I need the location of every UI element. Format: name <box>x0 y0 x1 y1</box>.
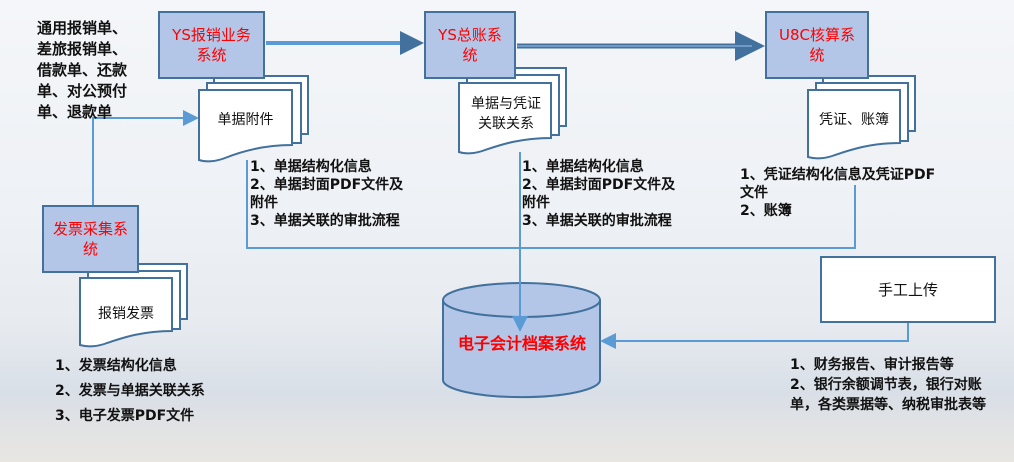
list-item: 2、发票与单据关联关系 <box>55 383 205 399</box>
list-item: 1、财务报告、审计报告等 <box>790 357 954 373</box>
arrow-manual-to-archive <box>600 322 909 349</box>
doc-type: 通用报销单、 <box>37 19 128 37</box>
list-item: 3、电子发票PDF文件 <box>55 408 195 424</box>
reimburse-output-list: 1、单据结构化信息 2、单据封面PDF文件及附件 3、单据关联的审批流程 <box>250 158 415 230</box>
document-stack-icon <box>807 75 916 160</box>
attachments-doc-label: 单据附件 <box>217 112 274 128</box>
manual-upload-list: 1、财务报告、审计报告等 2、银行余额调节表，银行对账单，各类票据等、纳税审批表… <box>790 355 990 415</box>
invoice-output-list: 1、发票结构化信息 2、发票与单据关联关系 3、电子发票PDF文件 <box>55 354 205 429</box>
list-item: 1、单据结构化信息 <box>250 159 372 175</box>
list-item: 3、单据关联的审批流程 <box>522 213 672 229</box>
relation-doc-label: 单据与凭证关联关系 <box>471 96 541 132</box>
list-item: 1、凭证结构化信息及凭证PDF文件 <box>740 167 936 201</box>
document-stack-icon <box>198 75 309 163</box>
list-item: 2、账簿 <box>740 203 792 219</box>
document-stack-icon <box>79 263 188 348</box>
list-item: 3、单据关联的审批流程 <box>250 213 400 229</box>
arrow-invoice-to-attachments <box>92 110 199 205</box>
list-item: 2、单据封面PDF文件及附件 <box>250 177 404 211</box>
ledger-output-list: 1、单据结构化信息 2、单据封面PDF文件及附件 3、单据关联的审批流程 <box>522 158 687 230</box>
archive-system-label: 电子会计档案系统 <box>457 334 586 353</box>
document-types-list: 通用报销单、 差旅报销单、 借款单、还款 单、对公预付 单、退款单 <box>37 18 127 123</box>
manual-upload-box: 手工上传 <box>820 256 996 323</box>
ys-reimburse-system-box: YS报销业务系统 <box>158 11 265 79</box>
ys-ledger-system-box: YS总账系统 <box>424 11 516 79</box>
u8c-system-box: U8C核算系统 <box>765 11 869 79</box>
doc-type: 差旅报销单、 <box>37 40 128 58</box>
invoices-doc-label: 报销发票 <box>98 306 154 322</box>
list-item: 1、发票结构化信息 <box>55 358 177 374</box>
archive-database-icon <box>442 282 601 399</box>
document-stack-icon <box>458 67 567 155</box>
doc-type: 借款单、还款 <box>37 61 128 79</box>
u8c-output-list: 1、凭证结构化信息及凭证PDF文件 2、账簿 <box>740 166 940 220</box>
vouchers-doc-label: 凭证、账簿 <box>819 112 889 128</box>
list-item: 1、单据结构化信息 <box>522 159 644 175</box>
collector-line <box>246 160 856 249</box>
list-item: 2、单据封面PDF文件及附件 <box>522 177 676 211</box>
invoice-system-box: 发票采集系统 <box>42 205 139 273</box>
list-item: 2、银行余额调节表，银行对账单，各类票据等、纳税审批表等 <box>790 377 986 413</box>
doc-type: 单、退款单 <box>37 103 113 121</box>
doc-type: 单、对公预付 <box>37 82 128 100</box>
